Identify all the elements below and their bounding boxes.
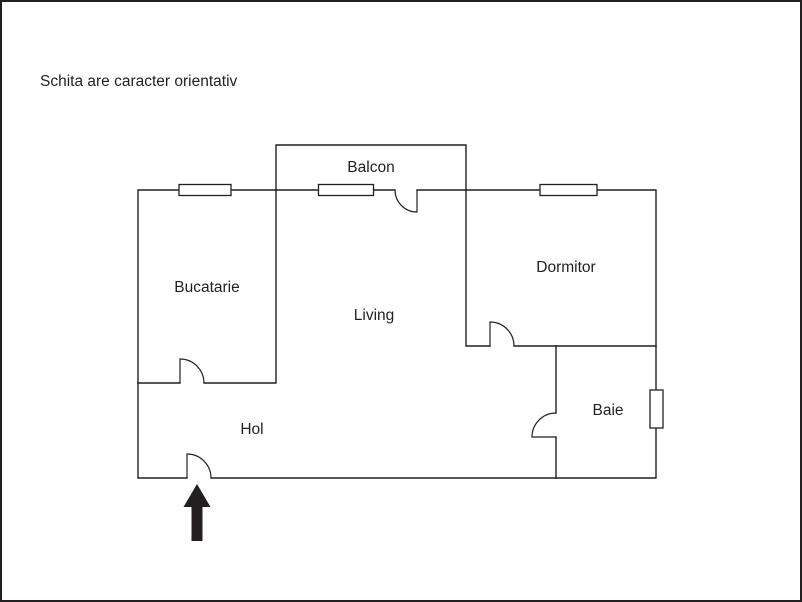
- bedroom-door-icon: [489, 321, 515, 347]
- kitchen-window-icon: [178, 183, 232, 197]
- entrance-arrow-icon: [183, 484, 211, 541]
- bathroom-window-icon: [649, 389, 664, 429]
- walls: [137, 144, 657, 479]
- outer-walls: [137, 189, 657, 479]
- bedroom-walls: [465, 189, 657, 347]
- disclaimer-note: Schita are caracter orientativ: [40, 73, 238, 90]
- kitchen-walls: [137, 189, 277, 384]
- room-label-balcon: Balcon: [347, 159, 394, 176]
- kitchen-door-icon: [179, 358, 205, 384]
- room-label-hol: Hol: [240, 421, 263, 438]
- entrance-door-icon: [186, 453, 212, 479]
- living-window-icon: [317, 183, 375, 197]
- bedroom-window-icon: [539, 183, 598, 197]
- room-label-living: Living: [354, 307, 395, 324]
- balcony-door-icon: [394, 189, 418, 213]
- bathroom-door-icon: [531, 412, 557, 438]
- room-label-baie: Baie: [592, 402, 623, 419]
- doors: [179, 189, 557, 479]
- room-label-bucatarie: Bucatarie: [174, 279, 239, 296]
- windows: [178, 183, 664, 429]
- balcony-walls: [275, 144, 467, 191]
- room-label-dormitor: Dormitor: [536, 259, 595, 276]
- room-labels: Balcon Bucatarie Living Dormitor Hol Bai…: [174, 159, 623, 438]
